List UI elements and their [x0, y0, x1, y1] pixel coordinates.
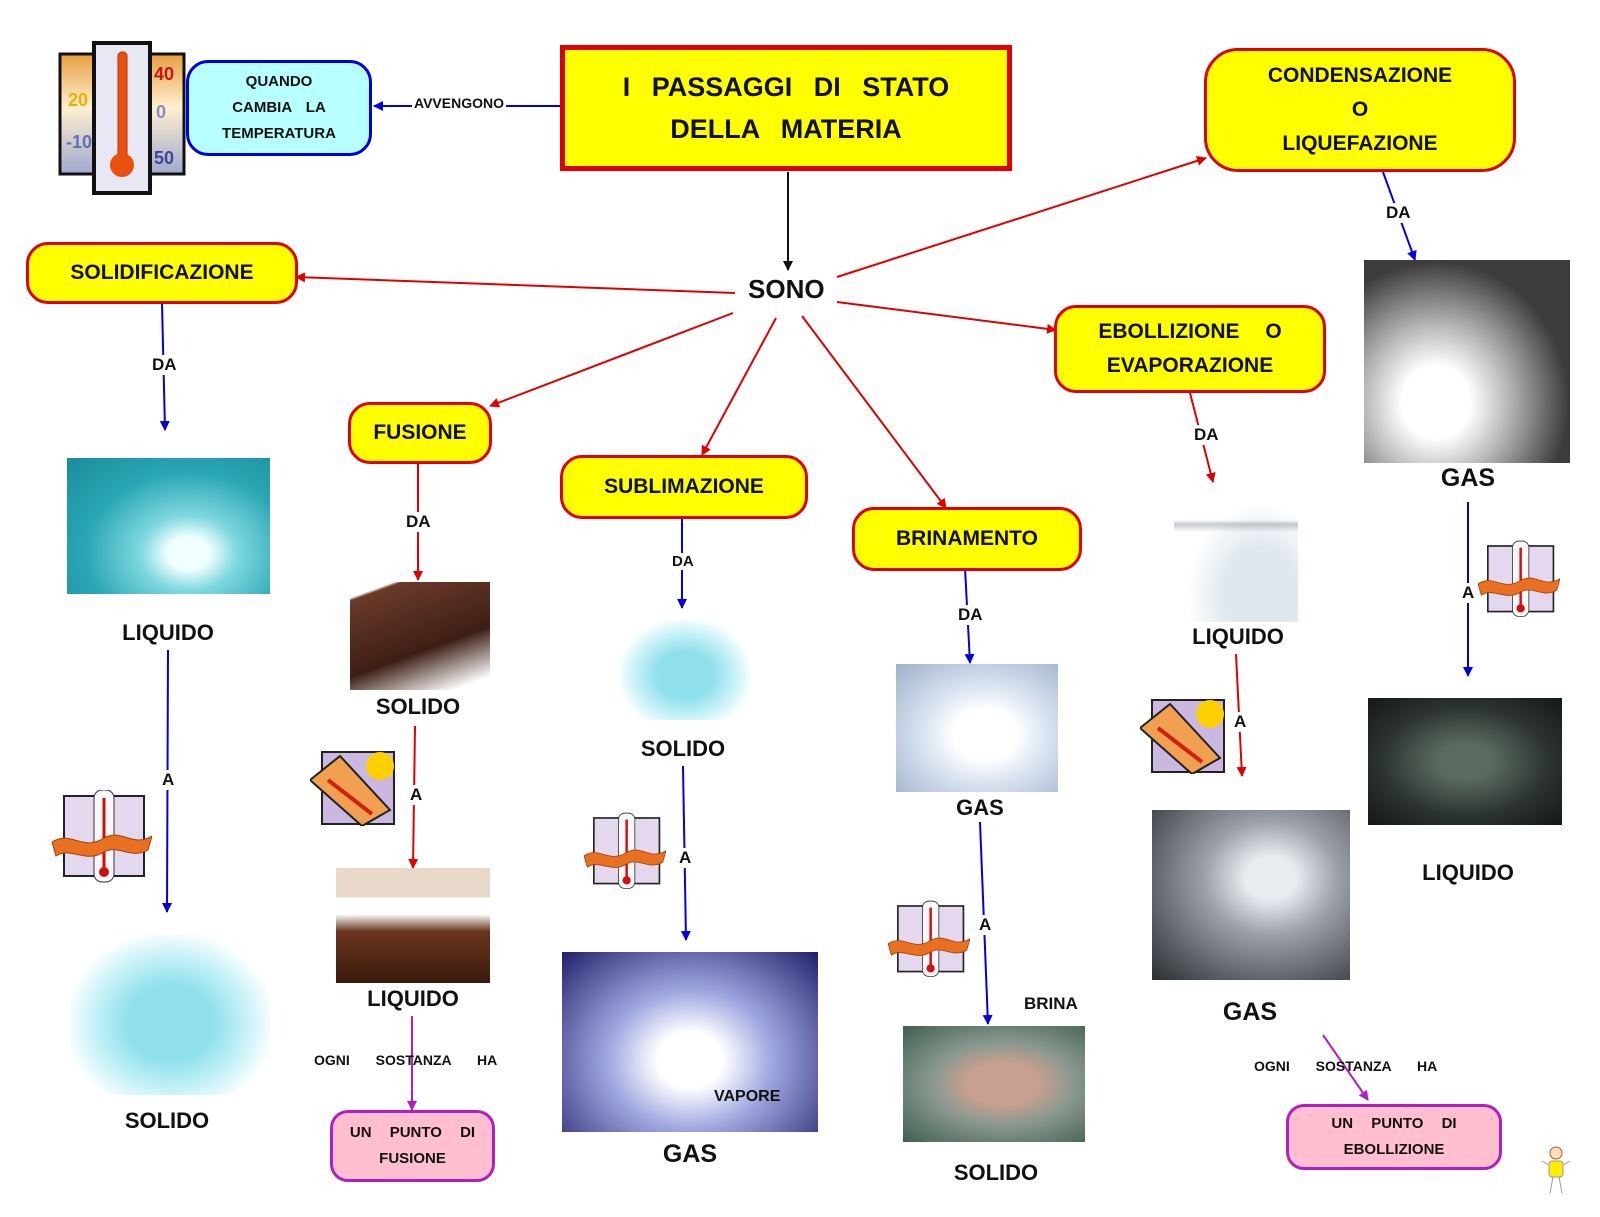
sublimazione-label: SUBLIMAZIONE [604, 475, 764, 498]
svg-text:20: 20 [68, 90, 88, 110]
link-sono-brinamento [801, 315, 947, 509]
condensazione-label-1: CONDENSAZIONE [1267, 64, 1453, 87]
link-sono-fusione [489, 312, 734, 408]
state-gas: GAS [1440, 464, 1496, 492]
fusione-label: FUSIONE [373, 421, 467, 444]
da-label: DA [1192, 425, 1221, 445]
solidificazione-label: SOLIDIFICAZIONE [70, 261, 254, 284]
state-gas: GAS [662, 1140, 718, 1168]
a-label: A [408, 785, 425, 805]
water-drops-image [1368, 698, 1562, 825]
node-fusione: FUSIONE [348, 402, 492, 464]
state-gas: GAS [1222, 998, 1278, 1026]
avvengono-label: AVVENGONO [412, 95, 506, 111]
brina-caption: BRINA [1022, 994, 1080, 1014]
node-sublimazione: SUBLIMAZIONE [560, 455, 808, 519]
link-sono-sublimazione [701, 317, 777, 456]
boiling-pot-image [1152, 810, 1350, 980]
boiling-point-line1: UN PUNTO DI [1331, 1115, 1457, 1132]
node-solidificazione: SOLIDIFICAZIONE [26, 242, 298, 304]
da-label: DA [956, 605, 985, 625]
svg-text:0: 0 [156, 102, 166, 122]
node-ebollizione: EBOLLIZIONE O EVAPORAZIONE [1054, 305, 1326, 393]
clouds-image [896, 664, 1058, 792]
condensazione-label-3: LIQUEFAZIONE [1282, 132, 1438, 155]
a-label: A [160, 770, 177, 790]
cold-thermometer-icon [887, 900, 971, 980]
ice-cubes-image [620, 620, 750, 720]
when-box-line1: QUANDO [245, 73, 313, 90]
a-label: A [677, 848, 694, 868]
boiling-point-line2: EBOLLIZIONE [1343, 1141, 1445, 1158]
ebollizione-label-2: EVAPORAZIONE [1106, 354, 1274, 377]
da-label: DA [404, 512, 433, 532]
ebollizione-label-1: EBOLLIZIONE O [1098, 320, 1282, 343]
thermometer-scale-icon: 20 -10 40 0 50 [58, 40, 188, 195]
da-label: DA [1384, 203, 1413, 223]
state-liquido: LIQUIDO [1422, 860, 1514, 885]
when-temperature-changes-box: QUANDO CAMBIA LA TEMPERATURA [186, 60, 372, 156]
da-label: DA [150, 355, 179, 375]
frosted-leaf-image [903, 1026, 1085, 1142]
node-condensazione: CONDENSAZIONE O LIQUEFAZIONE [1204, 48, 1516, 172]
node-brinamento: BRINAMENTO [852, 507, 1082, 571]
ogni-sostanza-ha-label: OGNI SOSTANZA HA [314, 1052, 498, 1068]
when-box-line3: TEMPERATURA [222, 125, 336, 142]
vapore-caption: VAPORE [714, 1088, 781, 1105]
dry-ice-image: VAPORE [562, 952, 818, 1132]
melting-point-line1: UN PUNTO DI [349, 1124, 476, 1141]
melting-point-line2: FUSIONE [379, 1150, 446, 1167]
brinamento-label: BRINAMENTO [896, 527, 1038, 550]
faucet-glass-image [1174, 486, 1298, 622]
condensazione-label-2: O [1351, 98, 1369, 121]
cold-thermometer-icon [51, 789, 153, 885]
melting-point-note: UN PUNTO DI FUSIONE [330, 1110, 495, 1182]
svg-text:50: 50 [154, 148, 174, 168]
link-sono-condensazione [836, 156, 1207, 278]
state-liquido: LIQUIDO [367, 986, 459, 1011]
ogni-sostanza-ha-label: OGNI SOSTANZA HA [1254, 1058, 1438, 1074]
melted-chocolate-image [336, 868, 490, 983]
cold-thermometer-icon [1477, 540, 1561, 620]
a-label: A [1460, 583, 1477, 603]
a-label: A [1232, 712, 1249, 732]
state-solido: SOLIDO [375, 694, 461, 719]
state-solido: SOLIDO [640, 736, 726, 761]
ice-cubes-image [70, 935, 270, 1095]
hot-thermometer-icon [1138, 698, 1226, 776]
boiling-point-note: UN PUNTO DI EBOLLIZIONE [1286, 1104, 1502, 1170]
chocolate-bar-image [350, 582, 490, 690]
steam-image [1364, 260, 1570, 463]
svg-text:40: 40 [154, 64, 174, 84]
water-splash-image [67, 458, 270, 594]
svg-text:-10: -10 [66, 132, 92, 152]
a-label: A [977, 915, 994, 935]
cold-thermometer-icon [583, 812, 667, 892]
title-line2: DELLA MATERIA [670, 114, 902, 144]
mascot-icon [1540, 1145, 1572, 1197]
sono-hub: SONO [748, 274, 825, 304]
state-solido: SOLIDO [953, 1160, 1039, 1185]
when-box-line2: CAMBIA LA [232, 99, 326, 116]
hot-thermometer-icon [308, 750, 396, 828]
state-liquido: LIQUIDO [1192, 624, 1284, 649]
page-title: I PASSAGGI DI STATO DELLA MATERIA [560, 45, 1012, 171]
state-liquido: LIQUIDO [122, 620, 214, 645]
title-line1: I PASSAGGI DI STATO [622, 72, 950, 102]
link-sono-solidificazione [295, 272, 736, 294]
link-sono-ebollizione [836, 301, 1057, 334]
state-solido: SOLIDO [124, 1108, 210, 1133]
state-gas: GAS [956, 795, 1004, 820]
da-label: DA [670, 553, 696, 570]
